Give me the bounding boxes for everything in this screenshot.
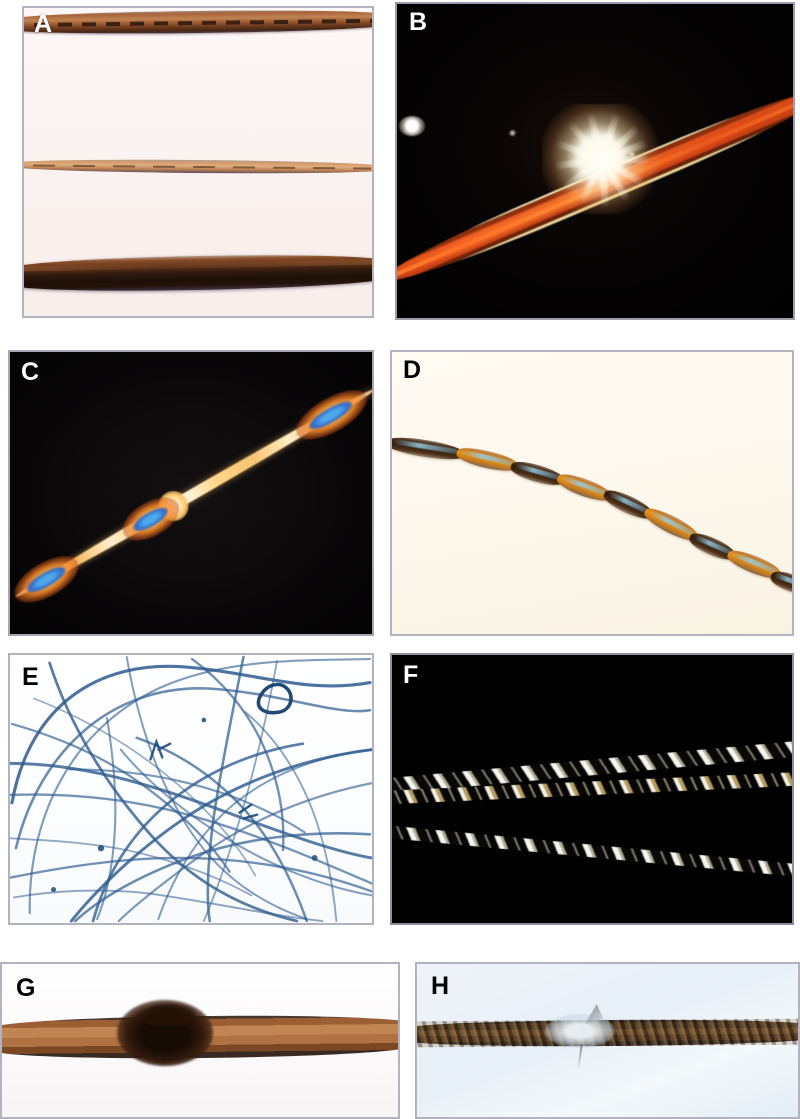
panel-c-micrograph <box>10 352 372 634</box>
medulla-band <box>32 164 371 170</box>
panel-a: A <box>22 6 374 318</box>
panel-label-g: G <box>16 974 35 1002</box>
debris-speck <box>509 130 516 136</box>
medulla-band <box>24 18 372 28</box>
shaft-segment <box>392 434 465 463</box>
panel-label-a: A <box>34 10 52 38</box>
panel-e-micrograph <box>10 655 372 923</box>
panel-e: E <box>8 653 374 925</box>
panel-b: B <box>395 2 795 320</box>
shaft-segment <box>554 469 614 506</box>
shaft-segment <box>768 567 792 598</box>
panel-h-micrograph <box>417 964 798 1117</box>
panel-f: F <box>390 653 794 925</box>
fracture-node <box>545 1014 615 1048</box>
panel-b-micrograph <box>397 4 793 318</box>
panel-d-micrograph <box>392 352 792 634</box>
tangled-fiber-mat <box>10 655 372 923</box>
shaft-segment <box>454 444 520 475</box>
hair-shaft-curved <box>392 434 792 606</box>
panel-label-e: E <box>22 663 39 691</box>
nodal-crest <box>142 1004 196 1026</box>
panel-f-micrograph <box>392 655 792 923</box>
debris-speck <box>399 116 425 136</box>
panel-d: D <box>390 350 794 636</box>
panel-label-h: H <box>431 972 449 1000</box>
panel-label-f: F <box>403 661 418 689</box>
shaft-segment <box>508 457 566 490</box>
panel-h: H <box>415 962 800 1119</box>
panel-label-d: D <box>403 356 421 384</box>
white-burst-node <box>542 104 662 214</box>
medulla-band <box>24 259 372 272</box>
panel-label-c: C <box>21 358 39 386</box>
panel-g-micrograph <box>2 964 398 1117</box>
panel-g: G <box>0 962 400 1119</box>
panel-a-micrograph <box>24 8 372 316</box>
panel-label-b: B <box>409 8 427 36</box>
panel-c: C <box>8 350 374 636</box>
